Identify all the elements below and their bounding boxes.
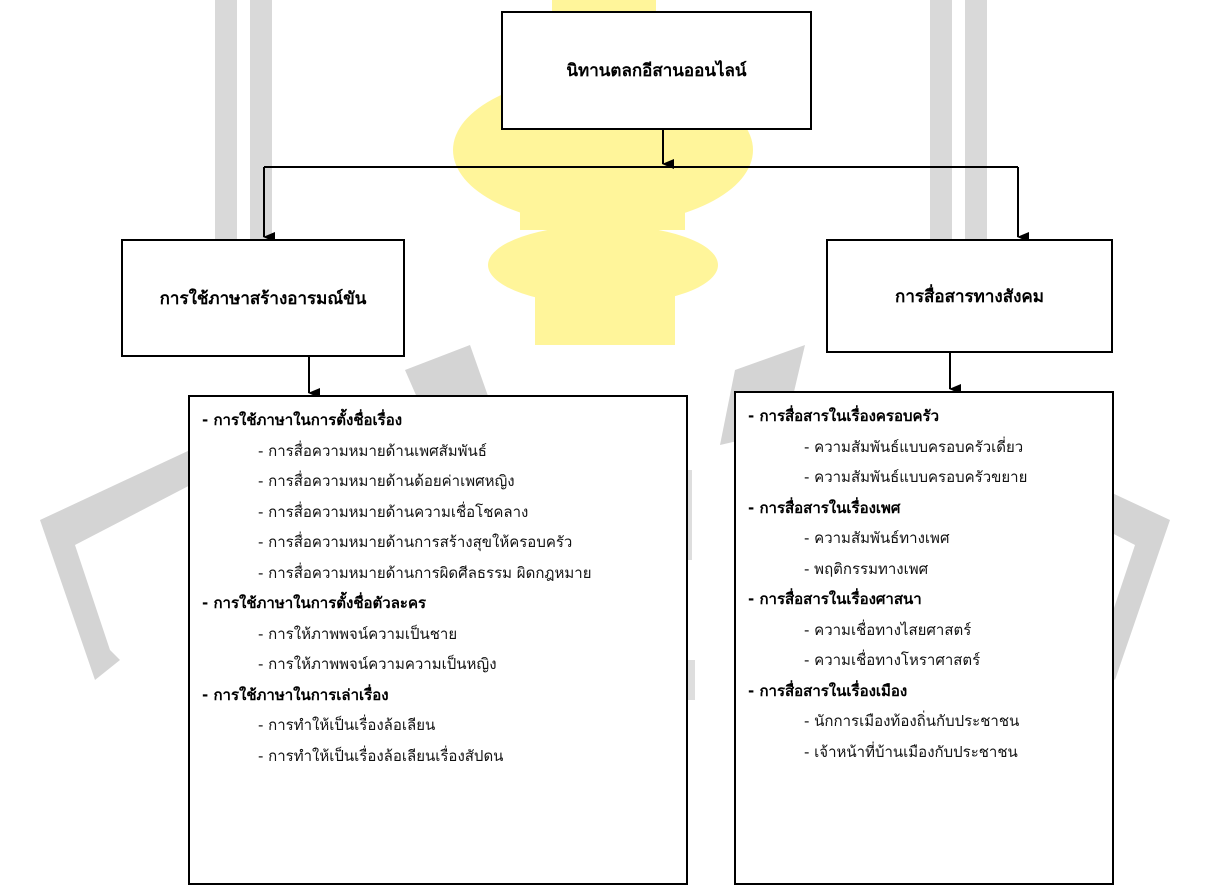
right-branch-title: การสื่อสารทางสังคม: [895, 286, 1044, 307]
right-group-item: - นักการเมืองท้องถิ่นกับประชาชน: [804, 712, 1020, 730]
right-group-heading: - การสื่อสารในเรื่องครอบครัว: [748, 407, 940, 425]
left-branch-title: การใช้ภาษาสร้างอารมณ์ขัน: [159, 288, 367, 309]
left-group-item: - การสื่อความหมายด้านความเชื่อโชคลาง: [258, 502, 529, 521]
right-group-heading: - การสื่อสารในเรื่องศาสนา: [748, 590, 922, 608]
right-group-heading: - การสื่อสารในเรื่องเมือง: [748, 681, 908, 700]
right-group-item: - ความสัมพันธ์แบบครอบครัวขยาย: [804, 468, 1028, 486]
right-group-item: - ความสัมพันธ์ทางเพศ: [804, 529, 950, 547]
left-group-heading: - การใช้ภาษาในการเล่าเรื่อง: [202, 685, 389, 704]
root-node: นิทานตลกอีสานออนไลน์: [501, 11, 812, 130]
left-group-item: - การให้ภาพพจน์ความเป็นชาย: [258, 624, 458, 643]
left-group-heading: - การใช้ภาษาในการตั้งชื่อเรื่อง: [202, 411, 403, 429]
right-group-item: - พฤติกรรมทางเพศ: [804, 559, 929, 578]
left-detail-list: - การใช้ภาษาในการตั้งชื่อเรื่อง - การสื่…: [188, 395, 688, 885]
right-group-item: - เจ้าหน้าที่บ้านเมืองกับประชาชน: [804, 742, 1018, 761]
left-branch-node: การใช้ภาษาสร้างอารมณ์ขัน: [121, 239, 405, 357]
left-group-item: - การสื่อความหมายด้านการผิดศีลธรรม ผิดกฎ…: [258, 563, 592, 582]
left-group-item: - การสื่อความหมายด้านเพศสัมพันธ์: [258, 441, 487, 460]
left-group-item: - การให้ภาพพจน์ความความเป็นหญิง: [258, 655, 497, 673]
left-group-item: - การทำให้เป็นเรื่องล้อเลียน: [258, 716, 436, 734]
root-title: นิทานตลกอีสานออนไลน์: [566, 61, 747, 81]
right-group-item: - ความเชื่อทางไสยศาสตร์: [804, 620, 972, 639]
left-group-item: - การสื่อความหมายด้านด้อยค่าเพศหญิง: [258, 472, 515, 490]
right-group-heading: - การสื่อสารในเรื่องเพศ: [748, 498, 901, 517]
right-group-item: - ความเชื่อทางโหราศาสตร์: [804, 651, 981, 669]
right-group-item: - ความสัมพันธ์แบบครอบครัวเดี่ยว: [804, 437, 1024, 456]
right-detail-list: - การสื่อสารในเรื่องครอบครัว - ความสัมพั…: [734, 391, 1114, 885]
left-group-heading: - การใช้ภาษาในการตั้งชื่อตัวละคร: [202, 594, 427, 612]
left-group-item: - การสื่อความหมายด้านการสร้างสุขให้ครอบค…: [258, 533, 573, 551]
right-branch-node: การสื่อสารทางสังคม: [826, 239, 1113, 353]
left-group-item: - การทำให้เป็นเรื่องล้อเลียนเรื่องสัปดน: [258, 746, 504, 765]
